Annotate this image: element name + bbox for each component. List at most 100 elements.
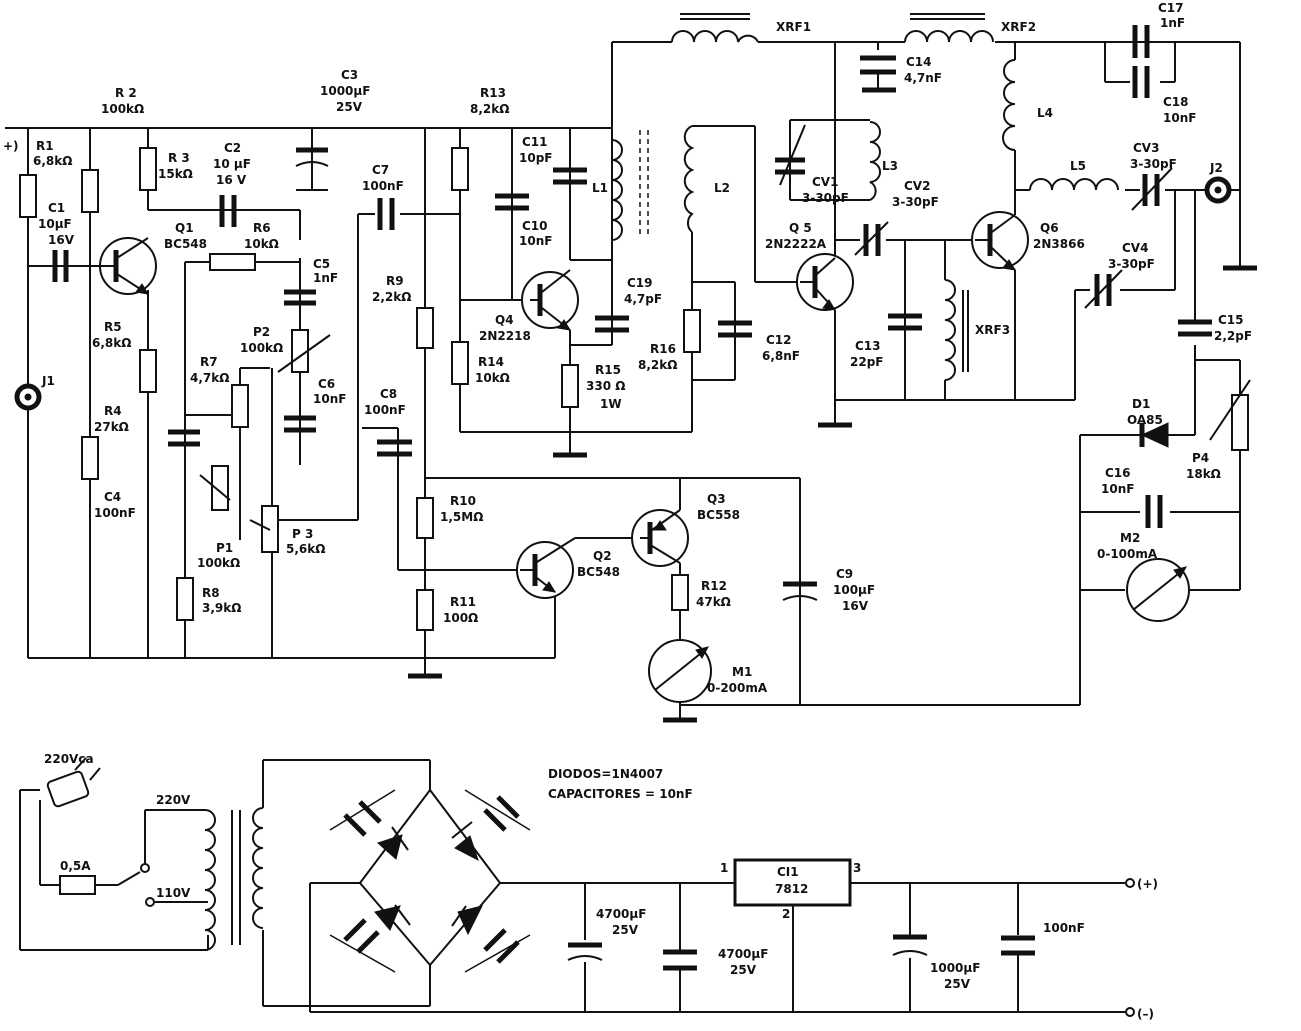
label-J1: J1 bbox=[41, 374, 55, 388]
label-C8-value: 100nF bbox=[364, 403, 406, 417]
label-R3: R 3 bbox=[168, 151, 190, 165]
label-C19-value: 4,7pF bbox=[624, 292, 662, 306]
bridge-rectifier bbox=[329, 788, 531, 973]
label-R15-value: 330 Ω bbox=[586, 379, 625, 393]
label-R1-value: 6,8kΩ bbox=[33, 154, 72, 168]
label-C2-value: 10 µF bbox=[213, 157, 251, 171]
label-C3-voltage: 25V bbox=[336, 100, 363, 114]
label-L2: L2 bbox=[714, 181, 730, 195]
label-Q5-type: 2N2222A bbox=[765, 237, 827, 251]
label-C11-value: 10pF bbox=[519, 151, 553, 165]
label-P4-value: 18kΩ bbox=[1186, 467, 1221, 481]
label-CV2: CV2 bbox=[904, 179, 930, 193]
label-C4: C4 bbox=[104, 490, 121, 504]
label-C5-value: 1nF bbox=[313, 271, 338, 285]
label-pin-3: 3 bbox=[853, 861, 861, 875]
label-CV4-value: 3-30pF bbox=[1108, 257, 1155, 271]
capacitors bbox=[52, 25, 1212, 601]
label-C10-value: 10nF bbox=[519, 234, 552, 248]
label-R13-value: 8,2kΩ bbox=[470, 102, 509, 116]
label-C1-value: 10µF bbox=[38, 217, 72, 231]
label-M1-range: 0-200mA bbox=[707, 681, 768, 695]
resistors bbox=[19, 147, 1251, 631]
label-R14: R14 bbox=[478, 355, 504, 369]
label-C18-value: 10nF bbox=[1163, 111, 1196, 125]
label-C16-value: 10nF bbox=[1101, 482, 1134, 496]
label-Q6: Q6 bbox=[1040, 221, 1059, 235]
label-C2-voltage: 16 V bbox=[216, 173, 247, 187]
label-Q1-type: BC548 bbox=[164, 237, 207, 251]
label-C18: C18 bbox=[1163, 95, 1189, 109]
label-tap-220: 220V bbox=[156, 793, 191, 807]
label-C15-value: 2,2pF bbox=[1214, 329, 1252, 343]
label-C1: C1 bbox=[48, 201, 65, 215]
label-CV1: CV1 bbox=[812, 175, 838, 189]
label-cap-a-voltage: 25V bbox=[612, 923, 639, 937]
label-out-minus: (–) bbox=[1137, 1007, 1154, 1021]
label-fuse: 0,5A bbox=[60, 859, 91, 873]
label-capacitors-note: CAPACITORES = 10nF bbox=[548, 787, 693, 801]
label-Q4-type: 2N2218 bbox=[479, 329, 531, 343]
label-C11: C11 bbox=[522, 135, 548, 149]
label-cap-d: 100nF bbox=[1043, 921, 1085, 935]
label-cap-b: 4700µF bbox=[718, 947, 768, 961]
label-R15-power: 1W bbox=[600, 397, 622, 411]
label-Q4: Q4 bbox=[495, 313, 514, 327]
label-C6: C6 bbox=[318, 377, 335, 391]
label-R16-value: 8,2kΩ bbox=[638, 358, 677, 372]
label-R5: R5 bbox=[104, 320, 122, 334]
label-C17-value: 1nF bbox=[1160, 16, 1185, 30]
label-R8: R8 bbox=[202, 586, 220, 600]
label-C9-voltage: 16V bbox=[842, 599, 869, 613]
label-C14-value: 4,7nF bbox=[904, 71, 942, 85]
label-ci1-type: 7812 bbox=[775, 882, 808, 896]
label-R4-value: 27kΩ bbox=[94, 420, 129, 434]
label-R9: R9 bbox=[386, 274, 404, 288]
label-CV4: CV4 bbox=[1122, 241, 1148, 255]
label-R15: R15 bbox=[595, 363, 621, 377]
label-L3: L3 bbox=[882, 159, 898, 173]
component-labels: +) J1 J2 R1 6,8kΩ C1 10µF 16V R 2 100kΩ … bbox=[3, 1, 1252, 1021]
label-R7-value: 4,7kΩ bbox=[190, 371, 229, 385]
label-R10: R10 bbox=[450, 494, 476, 508]
label-C5: C5 bbox=[313, 257, 330, 271]
label-R16: R16 bbox=[650, 342, 676, 356]
label-Q3: Q3 bbox=[707, 492, 726, 506]
label-R8-value: 3,9kΩ bbox=[202, 601, 241, 615]
label-CV1-value: 3-30pF bbox=[802, 191, 849, 205]
label-M1: M1 bbox=[732, 665, 752, 679]
label-M2: M2 bbox=[1120, 531, 1140, 545]
label-CV3: CV3 bbox=[1133, 141, 1159, 155]
label-pin-2: 2 bbox=[782, 907, 790, 921]
label-ci1: CI1 bbox=[777, 865, 799, 879]
label-C14: C14 bbox=[906, 55, 932, 69]
label-out-plus: (+) bbox=[1137, 877, 1158, 891]
label-C3-value: 1000µF bbox=[320, 84, 370, 98]
label-cap-c-voltage: 25V bbox=[944, 977, 971, 991]
label-C12-value: 6,8nF bbox=[762, 349, 800, 363]
label-C19: C19 bbox=[627, 276, 653, 290]
label-R5-value: 6,8kΩ bbox=[92, 336, 131, 350]
label-M2-range: 0-100mA bbox=[1097, 547, 1158, 561]
label-R11-value: 100Ω bbox=[443, 611, 478, 625]
label-R6: R6 bbox=[253, 221, 271, 235]
label-R9-value: 2,2kΩ bbox=[372, 290, 411, 304]
label-plus-in: +) bbox=[3, 139, 19, 153]
label-C9: C9 bbox=[836, 567, 853, 581]
label-R12-value: 47kΩ bbox=[696, 595, 731, 609]
label-R4: R4 bbox=[104, 404, 122, 418]
label-J2: J2 bbox=[1209, 161, 1223, 175]
label-XRF2: XRF2 bbox=[1001, 20, 1036, 34]
label-Q2-type: BC548 bbox=[577, 565, 620, 579]
label-XRF1: XRF1 bbox=[776, 20, 811, 34]
label-R2: R 2 bbox=[115, 86, 137, 100]
label-P2: P2 bbox=[253, 325, 270, 339]
meters-and-connectors bbox=[14, 87, 1257, 723]
label-R1: R1 bbox=[36, 139, 54, 153]
label-C16: C16 bbox=[1105, 466, 1131, 480]
label-CV3-value: 3-30pF bbox=[1130, 157, 1177, 171]
label-cap-a: 4700µF bbox=[596, 907, 646, 921]
label-tap-110: 110V bbox=[156, 886, 191, 900]
label-R6-value: 10kΩ bbox=[244, 237, 279, 251]
